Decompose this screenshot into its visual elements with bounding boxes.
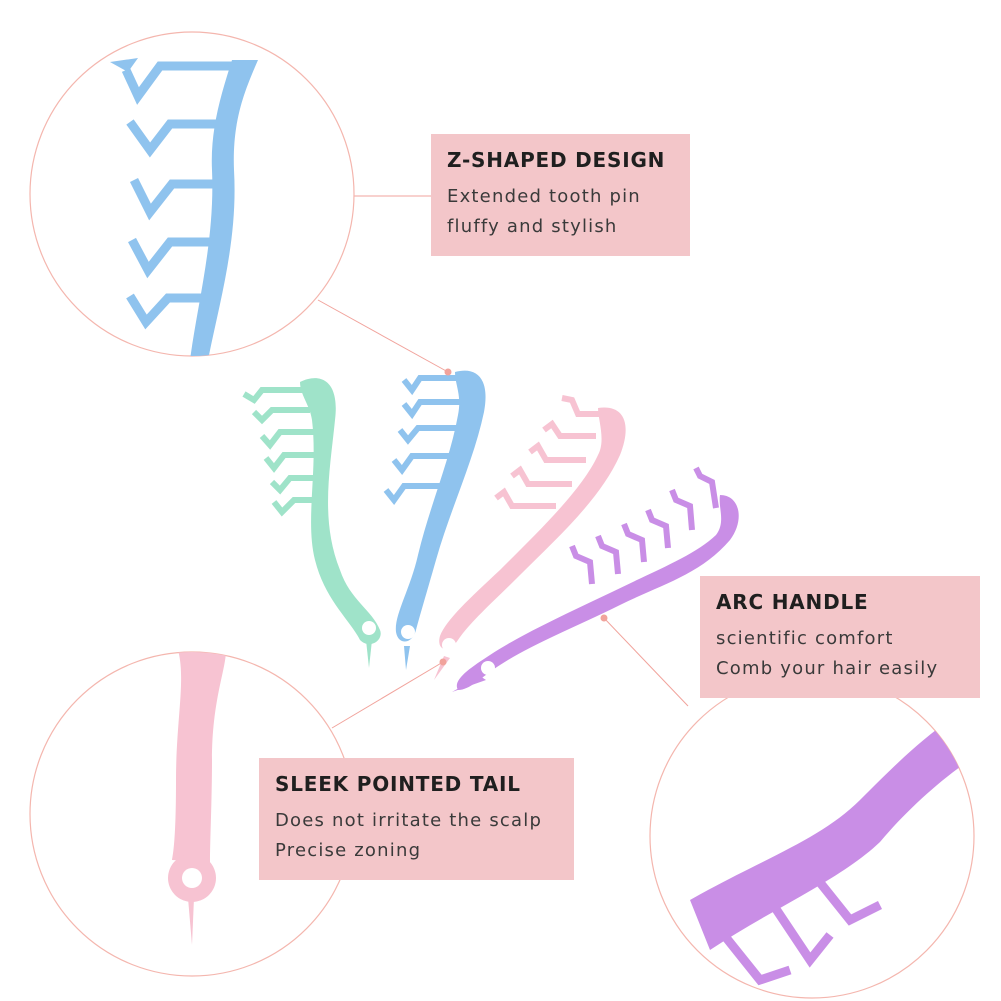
feature-description-line: scientific comfort [716, 628, 894, 649]
comb-pink [434, 395, 626, 680]
feature-description-line: fluffy and stylish [447, 216, 618, 237]
zoom-blue-teeth [110, 58, 258, 356]
leader-line-arc [603, 617, 689, 707]
zoom-purple-handle [690, 720, 970, 986]
zoom-pink-tail [168, 652, 226, 945]
leader-lines [317, 195, 689, 729]
pointer-dot-z [444, 368, 452, 376]
comb-blue [383, 370, 486, 670]
zoom-circle-teeth [29, 31, 355, 357]
leader-line-tail [331, 661, 444, 729]
feature-label-z-shaped-design: Z-SHAPED DESIGN Extended tooth pin fluff… [431, 134, 690, 256]
feature-title: Z-SHAPED DESIGN [447, 148, 666, 172]
feature-title: ARC HANDLE [716, 590, 869, 614]
pointer-dot-tail [439, 658, 447, 666]
feature-label-sleek-pointed-tail: SLEEK POINTED TAIL Does not irritate the… [259, 758, 574, 880]
feature-description-line: Precise zoning [275, 840, 422, 861]
leader-line-z [317, 299, 449, 373]
feature-title: SLEEK POINTED TAIL [275, 772, 521, 796]
feature-description-line: Comb your hair easily [716, 658, 939, 679]
comb-mint [242, 378, 381, 668]
feature-label-arc-handle: ARC HANDLE scientific comfort Comb your … [700, 576, 980, 698]
pointer-dot-arc [600, 614, 608, 622]
feature-description-line: Extended tooth pin [447, 186, 641, 207]
comb-purple [452, 466, 739, 692]
feature-description-line: Does not irritate the scalp [275, 810, 543, 831]
